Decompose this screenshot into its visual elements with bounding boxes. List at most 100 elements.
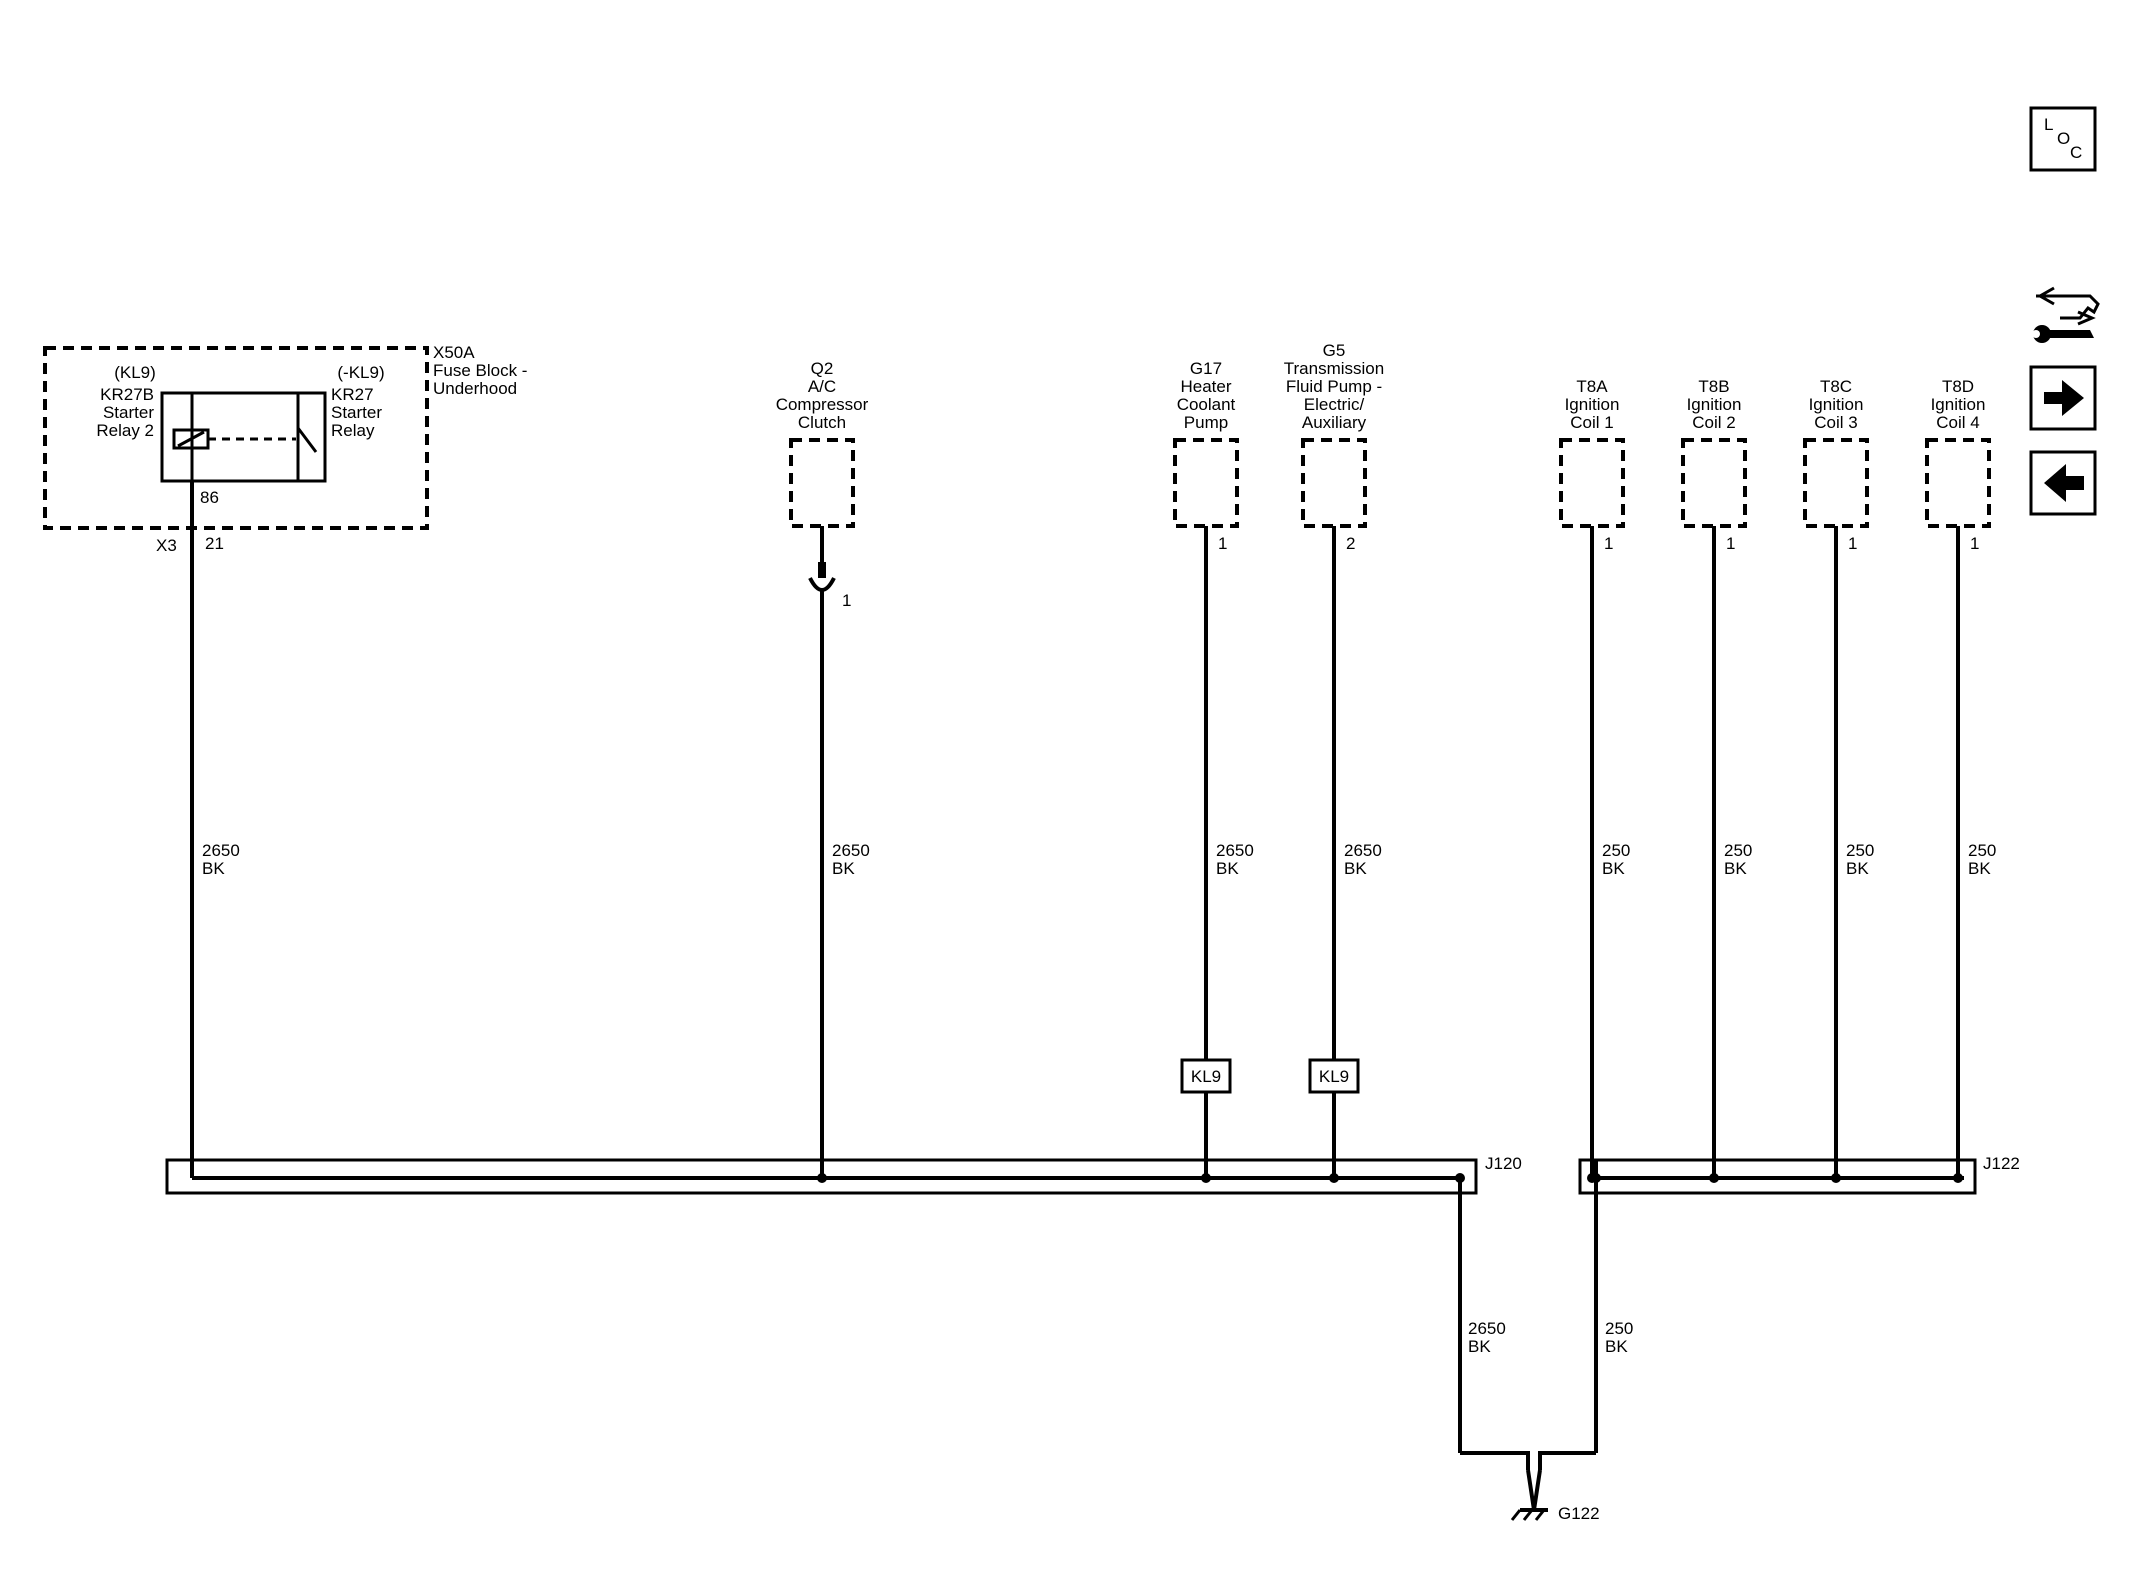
ground-wire-250-circuit: 250 [1605,1319,1633,1338]
component-pin: 1 [1726,534,1735,553]
component-label-line: Coolant [1177,395,1236,414]
relay-left-name-1: Starter [103,403,154,422]
component-box [789,438,855,528]
component-wire-circuit: 250 [1602,841,1630,860]
component-box [1925,438,1991,528]
component-label-line: T8A [1576,377,1608,396]
component-pin: 1 [842,591,851,610]
component-wire-circuit: 250 [1968,841,1996,860]
component-label-line: G5 [1323,341,1346,360]
component-label-line: Clutch [798,413,846,432]
component-pin: 2 [1346,534,1355,553]
component-wire-color: BK [1344,859,1367,878]
ground-wire-250-color: BK [1605,1337,1628,1356]
connector-x3: X3 [156,536,177,555]
component-wire-circuit: 2650 [832,841,870,860]
starter-relay-symbol [160,391,327,483]
ground-wiring: 2650 BK 250 BK G122 [1458,1160,1633,1523]
component-label-line: Auxiliary [1302,413,1367,432]
component-label-line: G17 [1190,359,1222,378]
component-box [1681,438,1747,528]
component-label-line: Coil 3 [1814,413,1857,432]
component-pin: 1 [1218,534,1227,553]
relay-right-name-1: Starter [331,403,382,422]
loc-letter-o: O [2057,129,2070,148]
splice-j120: J120 [165,1154,1522,1195]
relay-wire-circuit: 2650 [202,841,240,860]
fuse-block-name-1: Fuse Block - [433,361,527,380]
component-wire-color: BK [1968,859,1991,878]
fuse-block-id: X50A [433,343,475,362]
loc-letter-l: L [2044,115,2053,134]
option-box [1308,1058,1360,1094]
component-group: Q2A/CCompressorClutch12650BKG17HeaterCoo… [776,341,1996,1183]
component-label-line: Heater [1180,377,1231,396]
inline-connector-pin [818,562,826,578]
arrow-left-icon [2044,464,2084,502]
component-box [1173,438,1239,528]
ground-wire-2650-circuit: 2650 [1468,1319,1506,1338]
fuse-block-x50a: X50A Fuse Block - Underhood (KL9) KR27B … [43,343,527,555]
component-label-line: Coil 2 [1692,413,1735,432]
component-label-line: T8B [1698,377,1729,396]
fuse-block-name-2: Underhood [433,379,517,398]
component-label-line: Q2 [811,359,834,378]
next-page-button[interactable] [2029,365,2097,431]
ground-wire-2650-color: BK [1468,1337,1491,1356]
relay-right-option: (-KL9) [337,363,384,382]
option-label: KL9 [1319,1067,1349,1086]
relay-switch [296,427,318,453]
loc-button[interactable]: L O C [2029,106,2097,172]
relay-right-name-2: Relay [331,421,375,440]
fuse-block-pin: 21 [205,534,224,553]
component-label-line: Pump [1184,413,1228,432]
component-label-line: Coil 4 [1936,413,1979,432]
inline-connector-socket [808,577,836,592]
component-pin: 1 [1970,534,1979,553]
component-label-line: Electric/ [1304,395,1365,414]
arrow-right-icon [2044,380,2084,416]
component-wire-color: BK [832,859,855,878]
relay-left-id: KR27B [100,385,154,404]
relay-pin-86: 86 [200,488,219,507]
component-wire-circuit: 250 [1724,841,1752,860]
fuse-block-outline [43,346,429,530]
splice-j122: J122 [1578,1154,2020,1195]
splice-j122-label: J122 [1983,1154,2020,1173]
component-wire-color: BK [1602,859,1625,878]
component-wire-circuit: 2650 [1344,841,1382,860]
component-label-line: T8C [1820,377,1852,396]
component-label-line: Ignition [1931,395,1986,414]
option-box [1180,1058,1232,1094]
component-label-line: Ignition [1565,395,1620,414]
component-label-line: Ignition [1687,395,1742,414]
component-wire-circuit: 250 [1846,841,1874,860]
component-label-line: Compressor [776,395,869,414]
component-box [1559,438,1625,528]
splice-j120-label: J120 [1485,1154,1522,1173]
component-label-line: T8D [1942,377,1974,396]
relay-left-name-2: Relay 2 [96,421,154,440]
component-box [1803,438,1869,528]
component-label-line: Coil 1 [1570,413,1613,432]
component-pin: 1 [1848,534,1857,553]
component-wire-color: BK [1846,859,1869,878]
option-label: KL9 [1191,1067,1221,1086]
ground-g122-label: G122 [1558,1504,1600,1523]
component-wire-circuit: 2650 [1216,841,1254,860]
prev-page-button[interactable] [2029,450,2097,516]
relay-wire-color: BK [202,859,225,878]
component-box [1301,438,1367,528]
component-wire-color: BK [1724,859,1747,878]
relay-left-option: (KL9) [114,363,156,382]
connector-wrench-icon[interactable] [2028,272,2100,344]
component-wire-color: BK [1216,859,1239,878]
